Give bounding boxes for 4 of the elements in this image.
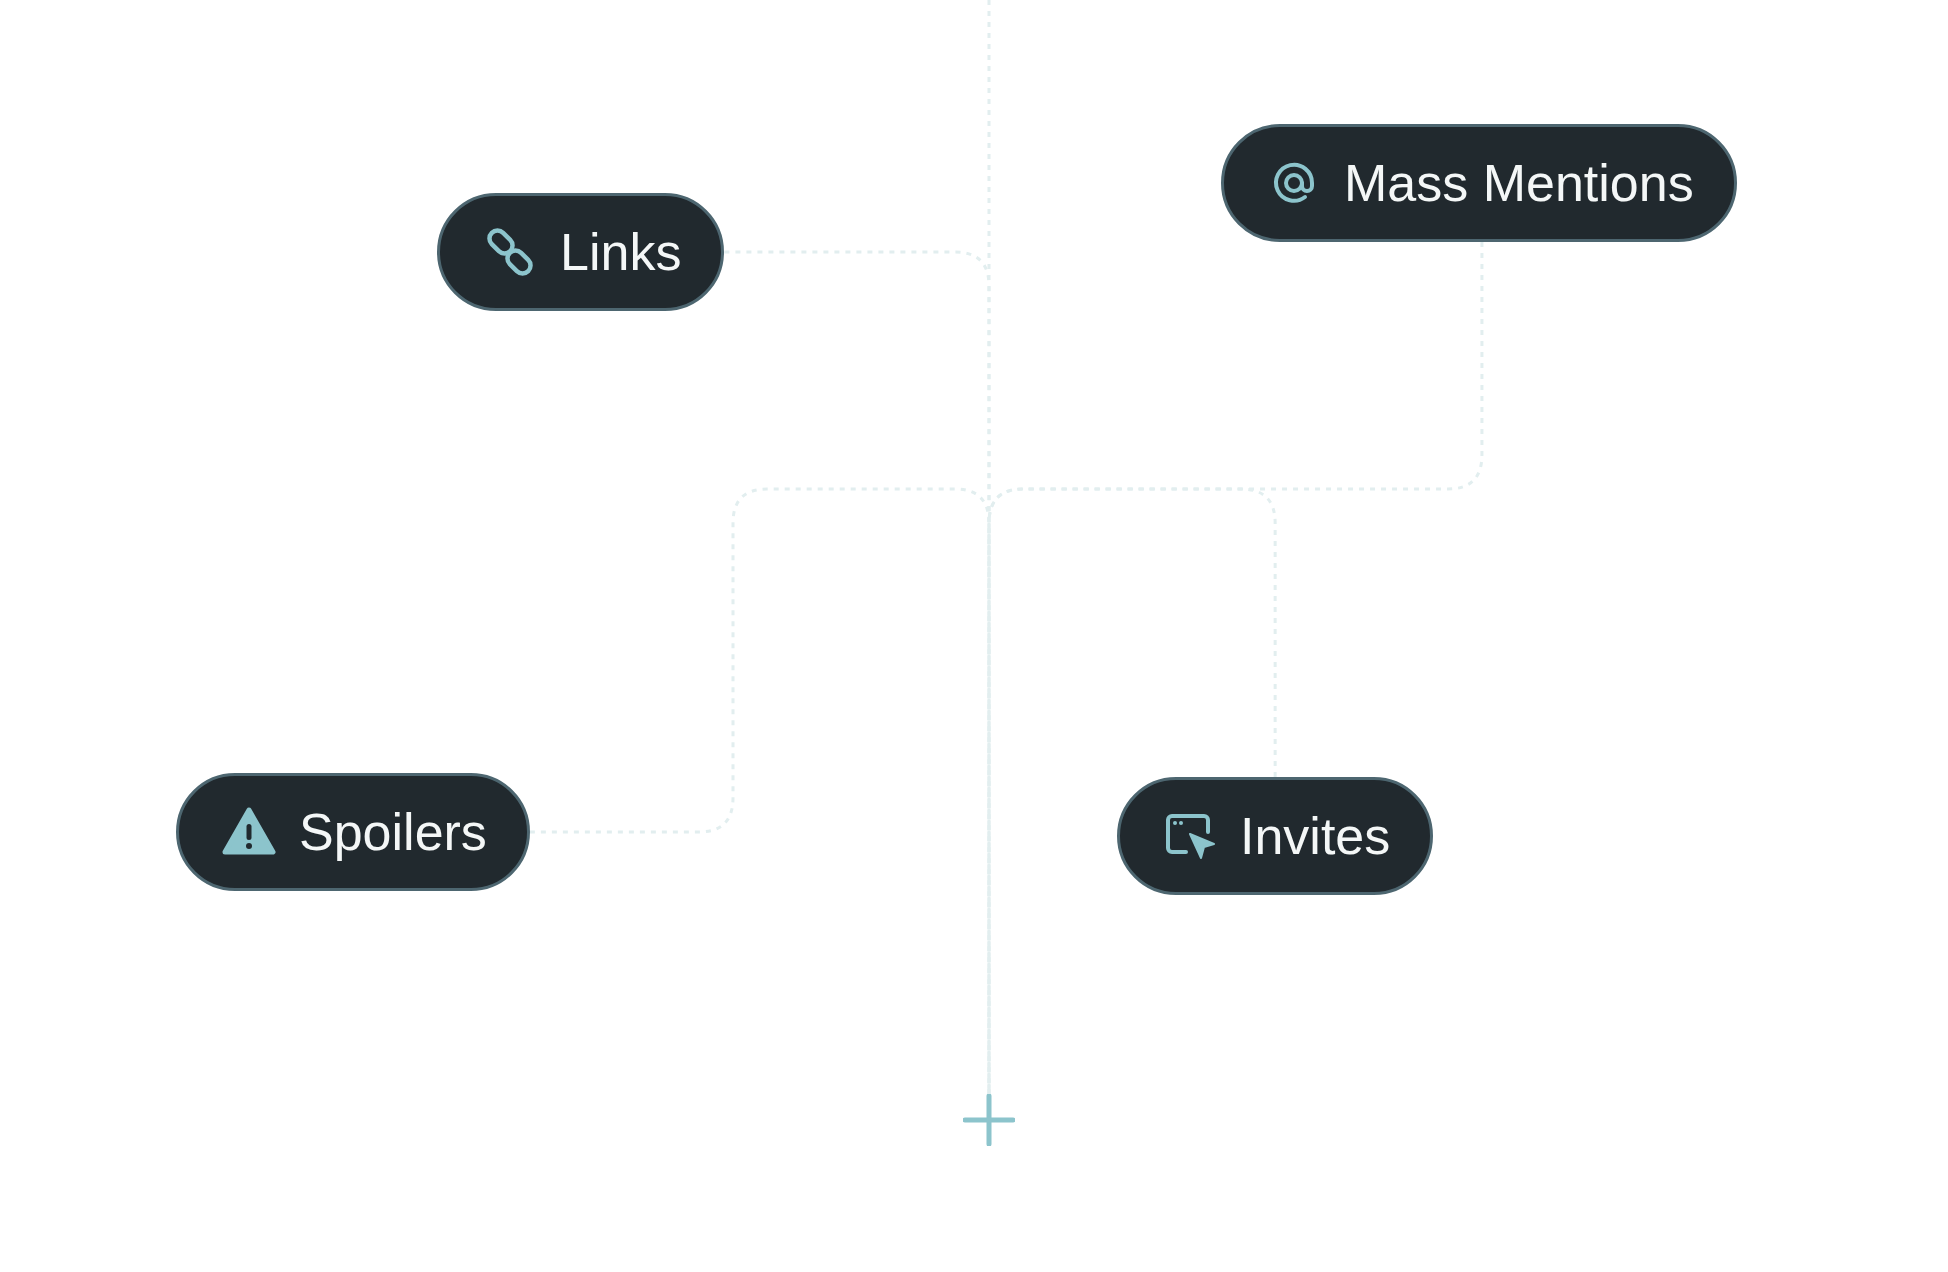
tag-label: Invites [1240,810,1391,862]
tag-label: Links [560,226,682,278]
tag-label: Mass Mentions [1344,157,1694,209]
plus-icon [963,1094,1015,1146]
